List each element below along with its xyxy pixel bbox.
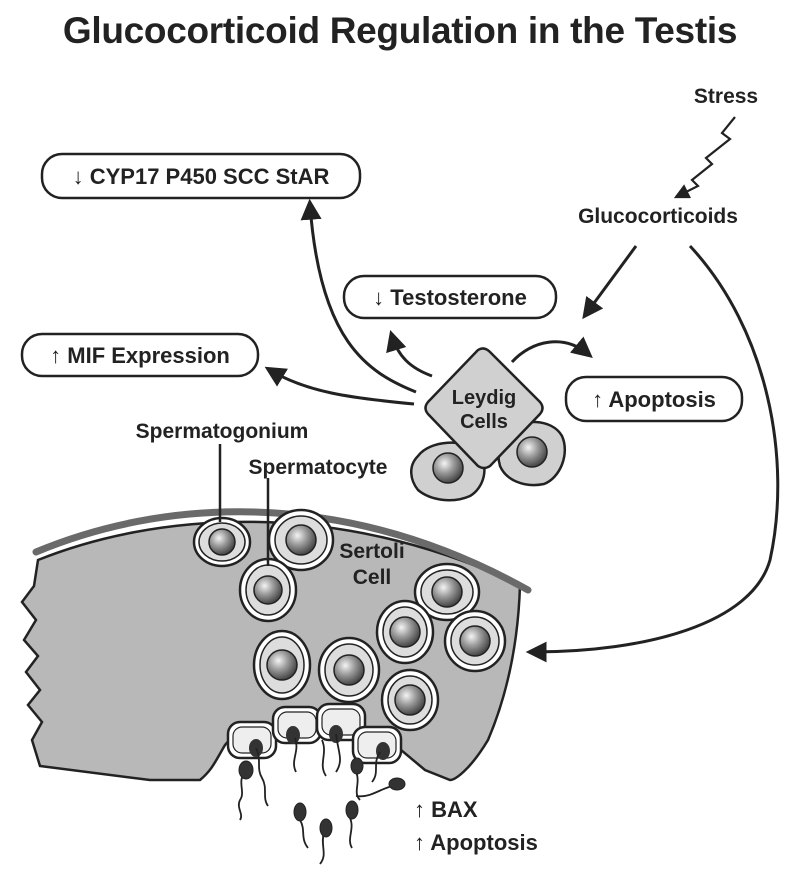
sertoli-label-line2: Cell: [353, 566, 392, 589]
spermatid: [315, 702, 367, 743]
germ-cell: [252, 629, 312, 701]
svg-text:↑ MIF Expression: ↑ MIF Expression: [50, 343, 230, 368]
testosterone-text: Testosterone: [390, 285, 527, 310]
arrow-glucocorticoids-to-apoptosis: [582, 245, 638, 320]
arrow-leydig-to-testosterone: [386, 329, 433, 378]
up-arrow-icon: ↑: [50, 343, 61, 368]
leydig-label-line2: Cells: [460, 411, 508, 433]
leydig-label-line1: Leydig: [452, 387, 516, 409]
arrow-leydig-to-mif: [264, 366, 415, 406]
germ-cell: [267, 508, 335, 572]
leydig-cells-diamond: [424, 347, 544, 470]
germ-apoptosis-label: ↑ Apoptosis: [414, 830, 538, 855]
spermatid: [271, 705, 323, 745]
spermatid: [226, 720, 278, 760]
down-arrow-icon: ↓: [73, 164, 84, 189]
sertoli-label-line1: Sertoli: [339, 540, 404, 563]
arrow-glucocorticoids-to-tubule: [525, 244, 780, 663]
germ-cell: [192, 516, 252, 568]
germ-cell: [238, 557, 298, 623]
cyp17-text: CYP17 P450 SCC StAR: [90, 164, 330, 189]
arrow-leydig-to-apoptosis: [510, 336, 593, 364]
testosterone-box: ↓ Testosterone: [342, 274, 558, 320]
down-arrow-icon: ↓: [373, 285, 384, 310]
germ-cell: [375, 599, 435, 665]
germ-cell: [413, 562, 481, 622]
spermatozoa-group: [237, 733, 393, 865]
bax-label: ↑ BAX: [414, 797, 478, 822]
spermatogonium-label: Spermatogonium: [136, 420, 309, 443]
cyp17-box: ↓ CYP17 P450 SCC StAR: [40, 152, 362, 200]
svg-text:↑ Apoptosis: ↑ Apoptosis: [592, 387, 716, 412]
mif-box: ↑ MIF Expression: [20, 332, 260, 378]
stress-lightning-arrow: [673, 116, 736, 199]
spermatid: [351, 725, 403, 765]
arrow-leydig-to-cyp17: [300, 198, 417, 394]
germ-cell: [443, 609, 507, 673]
tubule-basement-membrane: [32, 508, 532, 594]
svg-text:↓ Testosterone: ↓ Testosterone: [373, 285, 527, 310]
germ-cell: [380, 668, 440, 732]
mif-text: MIF Expression: [67, 343, 230, 368]
svg-text:↓ CYP17 P450 SCC StAR: ↓ CYP17 P450 SCC StAR: [73, 164, 330, 189]
glucocorticoids-label: Glucocorticoids: [578, 205, 738, 228]
sperm-head: [238, 757, 406, 838]
up-arrow-icon: ↑: [592, 387, 603, 412]
up-arrow-icon: ↑: [414, 797, 425, 822]
up-arrow-icon: ↑: [414, 830, 425, 855]
apoptosis-text: Apoptosis: [608, 387, 716, 412]
page-title: Glucocorticoid Regulation in the Testis: [62, 10, 738, 51]
leydig-cell-left: [410, 441, 486, 502]
germ-cell: [317, 636, 381, 704]
spermatocyte-label: Spermatocyte: [249, 456, 388, 479]
stress-label: Stress: [694, 85, 758, 108]
apoptosis-box: ↑ Apoptosis: [564, 375, 744, 423]
